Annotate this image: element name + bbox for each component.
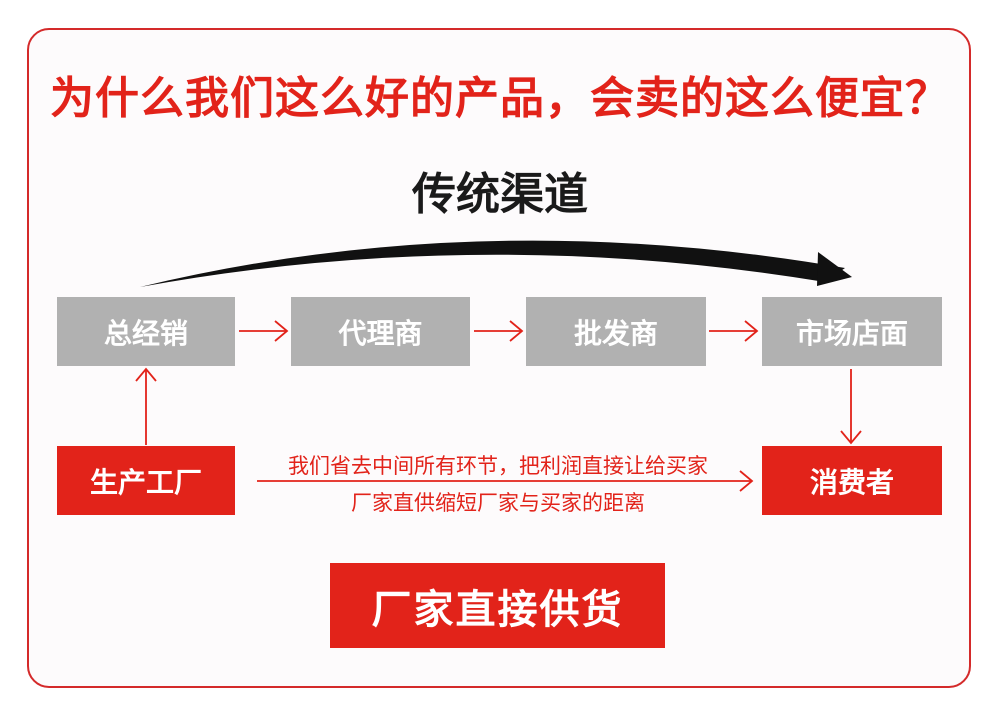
node-agent: 代理商 [291, 297, 470, 366]
node-retail-store: 市场店面 [762, 297, 942, 366]
arrow-store-to-consumer [840, 369, 862, 445]
traditional-channel-title: 传统渠道 [412, 169, 588, 220]
factory-direct-supply-banner: 厂家直接供货 [330, 563, 665, 648]
node-wholesaler: 批发商 [526, 297, 706, 366]
note-line-1: 我们省去中间所有环节，把利润直接让给买家 [288, 454, 708, 478]
node-consumer: 消费者 [762, 446, 942, 515]
node-general-distributor: 总经销 [57, 297, 235, 366]
curved-arrow-head [817, 252, 852, 286]
arrow-distributor-to-agent [239, 320, 289, 342]
note-line-2: 厂家直供缩短厂家与买家的距离 [351, 491, 645, 515]
arrow-factory-to-consumer [257, 470, 754, 492]
arrow-wholesaler-to-store [709, 320, 759, 342]
arrow-factory-to-distributor [135, 367, 157, 445]
curved-arrow-body [140, 240, 845, 287]
arrow-agent-to-wholesaler [474, 320, 524, 342]
headline: 为什么我们这么好的产品，会卖的这么便宜？ [50, 73, 950, 124]
node-factory: 生产工厂 [57, 446, 235, 515]
